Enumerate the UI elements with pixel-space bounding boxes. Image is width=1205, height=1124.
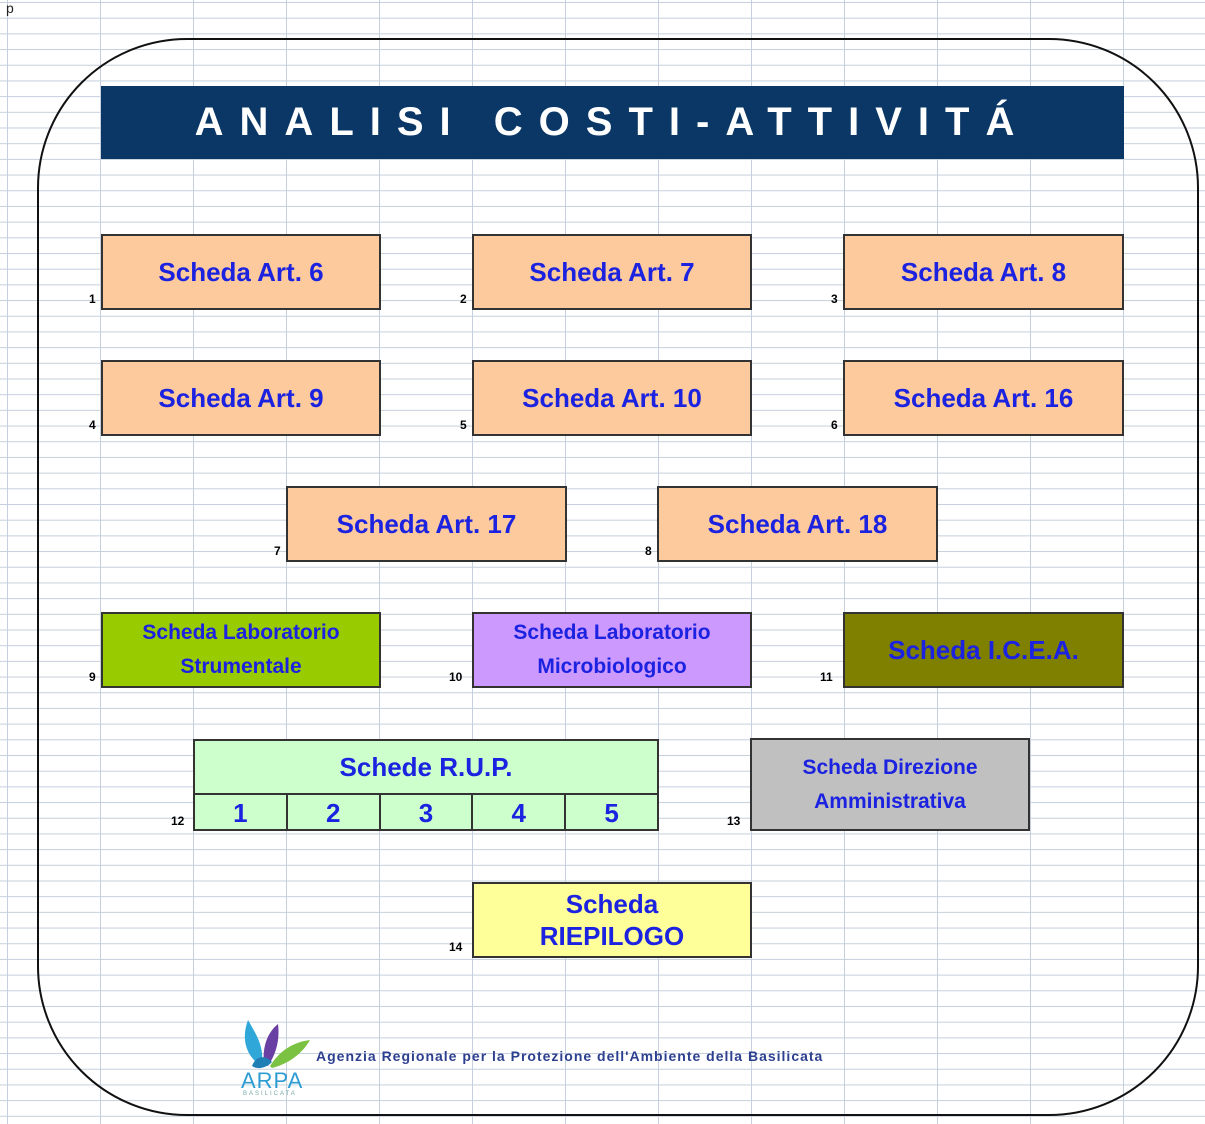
- scheda-art-16-button[interactable]: Scheda Art. 16: [843, 360, 1124, 436]
- scheda-art-8-button[interactable]: Scheda Art. 8: [843, 234, 1124, 310]
- button-label-line2: Amministrativa: [814, 789, 966, 813]
- button-number: 11: [820, 670, 833, 684]
- button-label-line1: Scheda: [565, 889, 659, 919]
- scheda-direzione-amministrativa-button[interactable]: Scheda Direzione Amministrativa: [750, 738, 1030, 831]
- direzione-number: 13: [727, 814, 741, 828]
- button-label-line1: Scheda Laboratorio: [513, 621, 711, 644]
- rup-cell-4-button[interactable]: 4: [473, 795, 567, 831]
- scheda-art-6-button[interactable]: Scheda Art. 6: [101, 234, 381, 310]
- button-label-line2: Microbiologico: [537, 655, 687, 678]
- rup-cells-row: 1 2 3 4 5: [195, 795, 657, 831]
- button-number: 1: [89, 292, 96, 306]
- corner-label: p: [6, 0, 14, 16]
- scheda-riepilogo-button[interactable]: Scheda RIEPILOGO: [472, 882, 752, 958]
- logo-subtext: BASILICATA: [243, 1091, 297, 1097]
- button-number: 2: [460, 292, 467, 306]
- button-number: 9: [89, 670, 96, 684]
- scheda-art-18-button[interactable]: Scheda Art. 18: [657, 486, 938, 562]
- riepilogo-number: 14: [449, 940, 463, 954]
- arpa-logo-icon: [244, 1020, 310, 1069]
- button-label-line2: RIEPILOGO: [539, 921, 685, 951]
- scheda-art-7-button[interactable]: Scheda Art. 7: [472, 234, 752, 310]
- scheda-icea-button[interactable]: Scheda I.C.E.A.: [843, 612, 1124, 688]
- rup-cell-1-button[interactable]: 1: [195, 795, 288, 831]
- scheda-laboratorio-strumentale-button[interactable]: Scheda Laboratorio Strumentale: [101, 612, 381, 688]
- schede-rup-header-button[interactable]: Schede R.U.P.: [195, 741, 657, 795]
- button-number: 10: [449, 670, 463, 684]
- footer-agency-name: Agenzia Regionale per la Protezione dell…: [316, 1048, 824, 1064]
- rup-cell-2-button[interactable]: 2: [288, 795, 381, 831]
- scheda-laboratorio-microbiologico-button[interactable]: Scheda Laboratorio Microbiologico: [472, 612, 752, 688]
- button-number: 4: [89, 418, 96, 432]
- button-number: 8: [645, 544, 652, 558]
- button-label-line2: Strumentale: [180, 655, 302, 678]
- rup-table: Schede R.U.P. 1 2 3 4 5: [193, 739, 659, 831]
- button-label-line1: Scheda Laboratorio: [142, 621, 340, 644]
- button-number: 3: [831, 292, 838, 306]
- logo-text: ARPA: [241, 1068, 304, 1093]
- rup-number: 12: [171, 814, 185, 828]
- scheda-art-17-button[interactable]: Scheda Art. 17: [286, 486, 567, 562]
- button-number: 7: [274, 544, 281, 558]
- rup-cell-5-button[interactable]: 5: [604, 797, 619, 828]
- button-number: 6: [831, 418, 838, 432]
- scheda-art-10-button[interactable]: Scheda Art. 10: [472, 360, 752, 436]
- page-title: ANALISI COSTI-ATTIVITÁ: [101, 86, 1124, 159]
- rounded-frame: [37, 38, 1199, 1116]
- button-number: 5: [460, 418, 467, 432]
- scheda-art-9-button[interactable]: Scheda Art. 9: [101, 360, 381, 436]
- button-label-line1: Scheda Direzione: [802, 755, 978, 779]
- rup-cell-3-button[interactable]: 3: [381, 795, 474, 831]
